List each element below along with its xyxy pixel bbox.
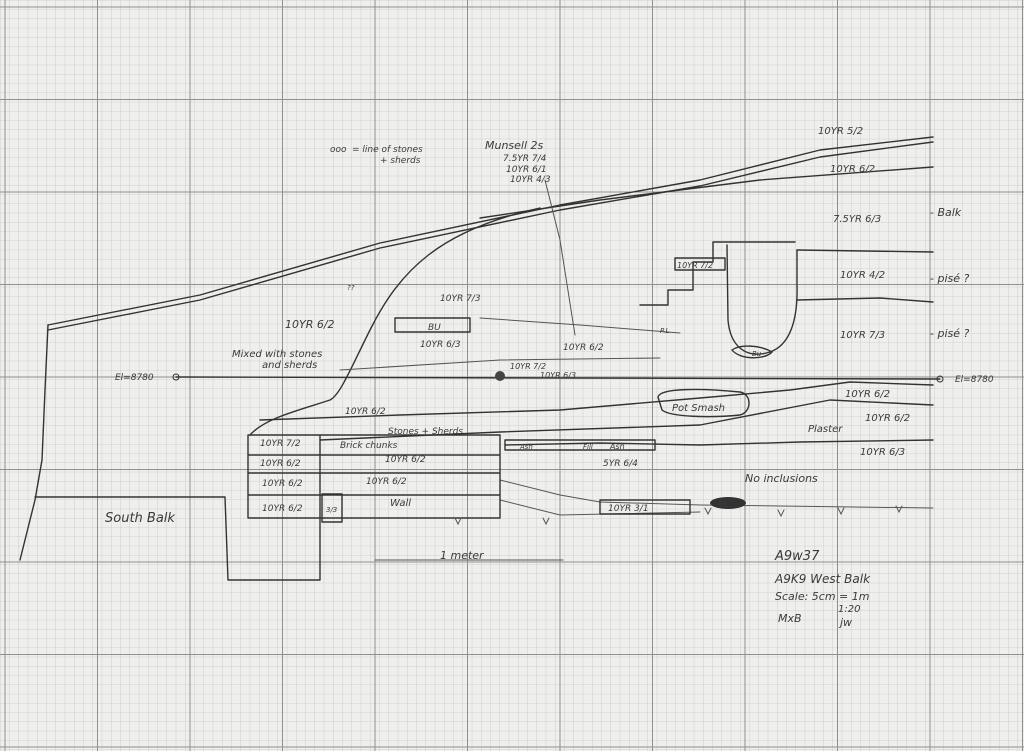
center-munsell-label: 10YR 3/1	[608, 504, 649, 514]
bu-box	[394, 317, 471, 333]
munsell-label: 10YR 6/3	[860, 447, 905, 458]
munsell-label: 7.5YR 6/3	[833, 214, 881, 225]
layer-line-c	[259, 381, 934, 421]
munsell-callout-line: 10YR 6/1	[506, 165, 547, 175]
surface-line-second	[47, 141, 934, 331]
callout-leader-line	[544, 179, 576, 336]
small-mark: 3/3	[326, 506, 337, 514]
pise-label: - pisé ?	[930, 327, 969, 340]
layer-line-b	[339, 357, 661, 371]
pit-cut	[726, 244, 798, 355]
10yr-3-1-box	[599, 499, 691, 515]
pit-fill-blob	[731, 345, 773, 359]
title-block-line: jw	[838, 616, 852, 629]
small-mark: Fill	[583, 443, 593, 451]
center-munsell-label: 10YR 6/2	[563, 343, 604, 353]
bu-label: BU	[428, 323, 441, 333]
layer-4-2-top	[796, 249, 934, 253]
south-balk-label: South Balk	[105, 511, 175, 526]
munsell-callout-line: 7.5YR 7/4	[503, 154, 547, 164]
stones-sherds-label: Stones + Sherds	[388, 427, 463, 437]
mixed-label: Mixed with stones	[232, 349, 322, 360]
munsell-label: 10YR 7/3	[840, 330, 885, 341]
title-block-line: A9w37	[774, 549, 820, 564]
ash-label: Ash	[609, 442, 625, 451]
center-munsell-label: 10YR 6/3	[420, 340, 461, 350]
handwritten-labels: ooo = line of stones + sherds Munsell 2s…	[105, 126, 994, 629]
no-inclusions-label: No inclusions	[745, 472, 818, 485]
3-3-box	[321, 493, 343, 523]
balk-box	[244, 434, 501, 581]
plaster-line	[504, 439, 934, 446]
surface-line-top	[47, 136, 934, 326]
munsell-label: 10YR 6/2	[830, 164, 875, 175]
title-block-line: 1:20	[838, 604, 860, 615]
munsell-label: 10YR 4/2	[840, 270, 885, 281]
layer-4-2-bottom	[796, 297, 934, 303]
center-munsell-label: 10YR 7/2	[677, 261, 713, 270]
stack-munsell-label: 10YR 6/2	[260, 459, 301, 469]
munsell-callout-title: Munsell 2s	[485, 139, 544, 152]
small-mark: Ash	[519, 443, 533, 451]
datum-label-left: El=8780	[115, 373, 154, 383]
plaster-ticks	[454, 505, 903, 526]
ash-box	[504, 439, 656, 451]
mixed-label-2: and sherds	[262, 360, 317, 371]
center-munsell-label: 10YR 7/2	[510, 362, 546, 371]
pise-label: - pisé ?	[930, 272, 969, 285]
legend-key-symbol: ooo	[330, 145, 347, 155]
5yr-label: 5YR 6/4	[603, 459, 638, 469]
legend-key-text-2: + sherds	[380, 156, 421, 166]
munsell-label: 10YR 5/2	[818, 126, 863, 137]
layer-line-f	[499, 499, 701, 516]
title-block-line: MxB	[778, 612, 802, 625]
left-balk-edge	[19, 324, 49, 561]
datum-point-left	[172, 373, 180, 381]
layer-line-a	[479, 317, 681, 334]
layer-7-5yr-top	[479, 166, 934, 219]
plaster-label: Plaster	[808, 424, 843, 435]
stack-munsell-label: 10YR 6/2	[366, 477, 407, 487]
stack-munsell-label: 10YR 6/2	[262, 504, 303, 514]
stratigraphy-lines	[19, 136, 944, 581]
pot-smash-outline	[657, 388, 750, 418]
center-munsell-label: 10YR 6/2	[285, 318, 335, 331]
stack-munsell-label: 10YR 6/2	[262, 479, 303, 489]
wall-label: Wall	[390, 498, 411, 509]
small-mark: P.L	[660, 327, 669, 335]
small-mark: Bu	[752, 350, 762, 358]
title-block-line: Scale: 5cm = 1m	[775, 590, 869, 603]
munsell-callout-line: 10YR 4/3	[510, 175, 551, 185]
balk-label: - Balk	[930, 206, 962, 219]
pit-profile	[249, 207, 541, 436]
dark-dot	[495, 371, 505, 381]
center-munsell-label: 10YR 7/3	[440, 294, 481, 304]
munsell-label: 10YR 6/2	[845, 389, 890, 400]
brick-chunks-label: Brick chunks	[340, 441, 398, 451]
munsell-label: 10YR 6/2	[865, 413, 910, 424]
south-balk-step	[34, 496, 246, 581]
datum-line	[175, 376, 941, 380]
label-box-10yr-7-2	[674, 257, 726, 271]
stack-munsell-label: 10YR 6/2	[385, 455, 426, 465]
datum-point-right	[936, 375, 944, 383]
pot-smash-label: Pot Smash	[672, 403, 725, 414]
center-munsell-label: 10YR 6/3	[540, 371, 576, 380]
small-mark: ??	[347, 284, 355, 292]
datum-label-right: El=8780	[955, 375, 994, 385]
small-mark: Ab	[717, 500, 726, 507]
scale-bar-label: 1 meter	[440, 549, 485, 562]
step-structure	[639, 241, 796, 306]
center-munsell-label: 10YR 6/2	[345, 407, 386, 417]
stack-munsell-label: 10YR 7/2	[260, 439, 301, 449]
title-block-line: A9K9 West Balk	[774, 572, 871, 586]
legend-key-text: = line of stones	[352, 145, 423, 155]
dark-stone	[710, 497, 746, 509]
